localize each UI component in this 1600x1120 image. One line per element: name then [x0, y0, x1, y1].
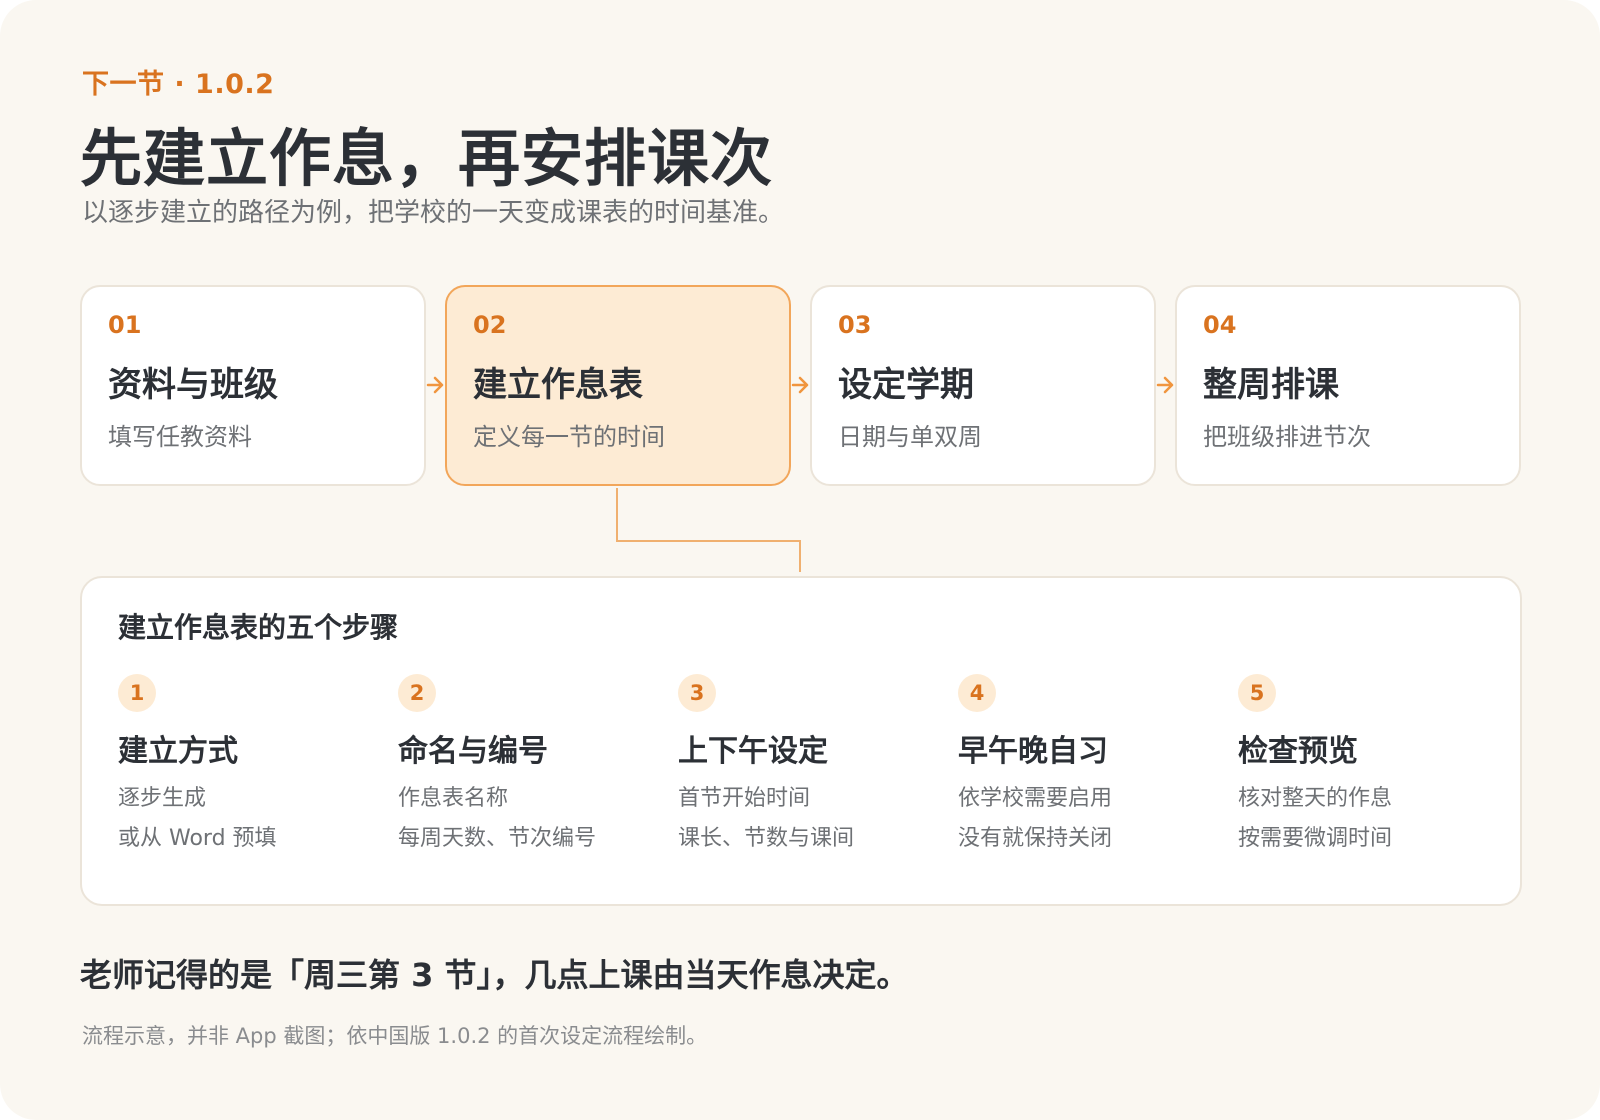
card-number: 03 — [838, 311, 872, 339]
card-number: 04 — [1203, 311, 1237, 339]
step-title: 命名与编号 — [398, 734, 548, 769]
steps-panel-title: 建立作息表的五个步骤 — [118, 611, 399, 644]
page-subtitle: 以逐步建立的路径为例，把学校的一天变成课表的时间基准。 — [82, 198, 785, 228]
step-number-badge: 4 — [958, 674, 996, 712]
footnote: 流程示意，并非 App 截图；依中国版 1.0.2 的首次设定流程绘制。 — [82, 1024, 708, 1048]
step-desc-line2: 按需要微调时间 — [1238, 826, 1393, 851]
step-3: 3 上下午设定 首节开始时间 课长、节数与课间 — [678, 674, 948, 884]
card-subtitle: 把班级排进节次 — [1203, 423, 1371, 451]
step-1: 1 建立方式 逐步生成 或从 Word 预填 — [118, 674, 388, 884]
step-number-badge: 2 — [398, 674, 436, 712]
card-title: 资料与班级 — [108, 365, 278, 405]
step-desc-line2: 没有就保持关闭 — [958, 826, 1113, 851]
step-desc-line1: 依学校需要启用 — [958, 786, 1113, 811]
step-desc-line1: 逐步生成 — [118, 786, 207, 811]
step-desc-line2: 或从 Word 预填 — [118, 826, 277, 851]
section-eyebrow: 下一节 · 1.0.2 — [82, 69, 275, 100]
card-number: 01 — [108, 311, 142, 339]
bottom-takeaway: 老师记得的是「周三第 3 节」，几点上课由当天作息决定。 — [80, 956, 909, 994]
card-title: 整周排课 — [1203, 365, 1339, 405]
step-4: 4 早午晚自习 依学校需要启用 没有就保持关闭 — [958, 674, 1228, 884]
step-5: 5 检查预览 核对整天的作息 按需要微调时间 — [1238, 674, 1508, 884]
flow-card-3: 03 设定学期 日期与单双周 — [810, 285, 1156, 486]
detail-connector — [616, 488, 801, 572]
arrow-card3-card4 — [1156, 376, 1174, 394]
card-subtitle: 填写任教资料 — [108, 423, 252, 451]
flow-card-2-active: 02 建立作息表 定义每一节的时间 — [445, 285, 791, 486]
flow-card-1: 01 资料与班级 填写任教资料 — [80, 285, 426, 486]
card-title: 设定学期 — [838, 365, 974, 405]
step-number-badge: 5 — [1238, 674, 1276, 712]
step-desc-line1: 核对整天的作息 — [1238, 786, 1393, 811]
page-title: 先建立作息，再安排课次 — [80, 122, 774, 195]
card-number: 02 — [473, 311, 507, 339]
step-number-badge: 1 — [118, 674, 156, 712]
arrow-card2-card3 — [791, 376, 809, 394]
step-desc-line2: 课长、节数与课间 — [678, 826, 855, 851]
step-title: 上下午设定 — [678, 734, 828, 769]
step-2: 2 命名与编号 作息表名称 每周天数、节次编号 — [398, 674, 668, 884]
step-desc-line1: 首节开始时间 — [678, 786, 811, 811]
arrow-card1-card2 — [426, 376, 444, 394]
step-title: 建立方式 — [118, 734, 238, 769]
step-number-badge: 3 — [678, 674, 716, 712]
card-subtitle: 日期与单双周 — [838, 423, 982, 451]
flow-card-4: 04 整周排课 把班级排进节次 — [1175, 285, 1521, 486]
step-title: 早午晚自习 — [958, 734, 1108, 769]
card-title: 建立作息表 — [473, 365, 643, 405]
card-subtitle: 定义每一节的时间 — [473, 423, 665, 451]
step-title: 检查预览 — [1238, 734, 1358, 769]
steps-panel: 建立作息表的五个步骤 1 建立方式 逐步生成 或从 Word 预填 2 命名与编… — [80, 576, 1522, 906]
step-desc-line2: 每周天数、节次编号 — [398, 826, 597, 851]
step-desc-line1: 作息表名称 — [398, 786, 509, 811]
